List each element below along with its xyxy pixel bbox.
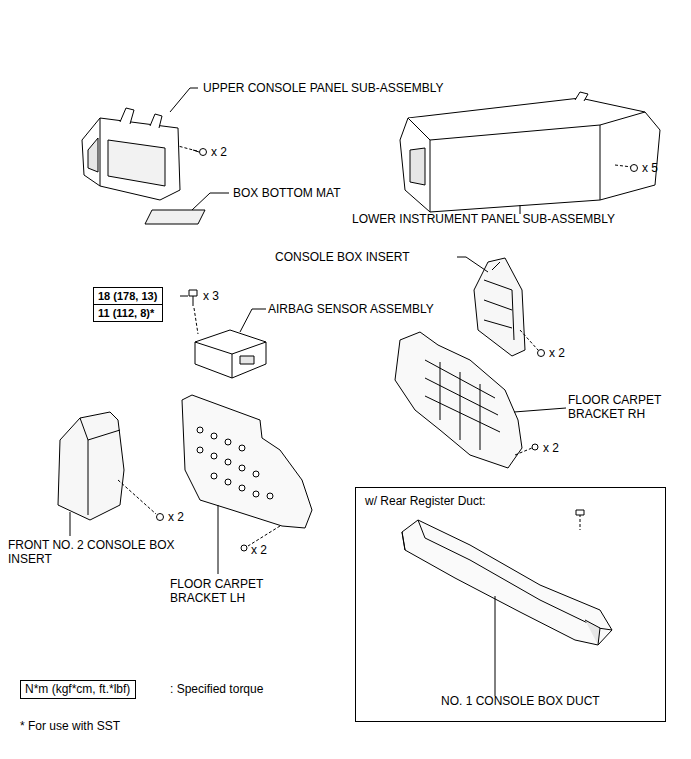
upper-console-panel: [82, 108, 180, 200]
quantity: x 5: [642, 161, 658, 175]
box-bottom-mat: [145, 210, 205, 224]
screw: [157, 514, 164, 521]
clip: [241, 545, 247, 551]
quantity: x 2: [251, 543, 267, 557]
torque-value-box: 11 (112, 8)*: [93, 304, 163, 322]
lower-instrument-panel: [400, 92, 660, 212]
quantity: x 3: [203, 289, 219, 303]
airbag-sensor: [195, 330, 266, 378]
leader-line: [70, 512, 71, 536]
screw-line: [118, 480, 156, 514]
part-name: FLOOR CARPET BRACKET RH: [568, 393, 678, 421]
leader-line: [457, 257, 488, 272]
leader-line: [240, 309, 266, 332]
clip: [532, 444, 538, 450]
quantity: x 2: [543, 441, 559, 455]
leader-line: [170, 88, 198, 112]
variant-region: w/ Rear Register Duct: NO. 1 CONSOLE BOX …: [355, 487, 666, 722]
part-name: UPPER CONSOLE PANEL SUB-ASSEMBLY: [203, 81, 444, 95]
screw-line: [615, 165, 632, 167]
leader-line: [514, 408, 566, 412]
screw: [193, 149, 207, 156]
clip-line: [515, 448, 532, 455]
console-box-duct: [402, 520, 612, 645]
bolt-line: [194, 308, 198, 334]
screw-line: [580, 514, 581, 530]
quantity: x 2: [168, 510, 184, 524]
part-name: FRONT NO. 2 CONSOLE BOX INSERT: [8, 538, 183, 566]
part-name: AIRBAG SENSOR ASSEMBLY: [268, 302, 434, 316]
torque-value: 11 (112, 8)*: [98, 306, 158, 320]
screw-line: [520, 330, 538, 350]
leader-line: [495, 596, 496, 696]
torque-value-box: 18 (178, 13): [93, 287, 163, 305]
legend-text: : Specified torque: [170, 682, 263, 696]
quantity: x 2: [549, 346, 565, 360]
part-name: NO. 1 CONSOLE BOX DUCT: [441, 694, 600, 709]
legend-torque-box: N*m (kgf*cm, ft.*lbf): [20, 680, 136, 699]
footnote: * For use with SST: [20, 719, 120, 733]
leader-line: [180, 296, 188, 297]
part-name: BOX BOTTOM MAT: [233, 186, 341, 200]
quantity: x 2: [211, 145, 227, 159]
torque-value: 18 (178, 13): [98, 289, 158, 303]
screw: [576, 510, 584, 515]
leader-line: [218, 505, 219, 574]
floor-carpet-bracket-lh: [182, 395, 312, 528]
part-name: LOWER INSTRUMENT PANEL SUB-ASSEMBLY: [352, 212, 615, 226]
leader-line: [192, 193, 229, 210]
part-name: FLOOR CARPET BRACKET LH: [170, 577, 280, 605]
torque-value: N*m (kgf*cm, ft.*lbf): [25, 682, 131, 697]
bolt: [189, 290, 197, 306]
front-no2-console-box-insert: [58, 412, 124, 520]
screw: [538, 350, 545, 357]
part-name: CONSOLE BOX INSERT: [275, 250, 409, 264]
screw: [631, 165, 638, 172]
console-box-insert: [474, 258, 525, 356]
variant-heading: w/ Rear Register Duct:: [365, 494, 486, 509]
floor-carpet-bracket-rh: [395, 332, 522, 468]
